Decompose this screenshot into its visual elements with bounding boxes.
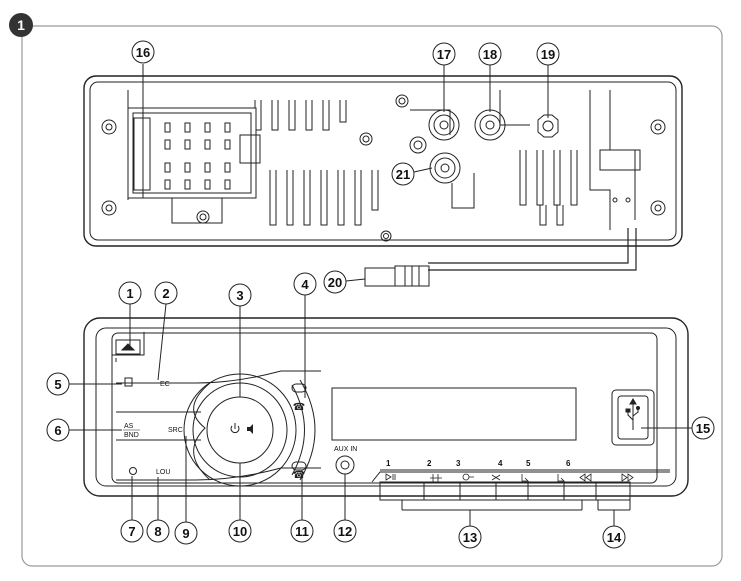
- phone-hangup-icon: ☎: [293, 470, 305, 481]
- src-label: SRC: [168, 427, 183, 434]
- svg-text:10: 10: [233, 524, 247, 539]
- preset-4-number: 4: [498, 459, 503, 468]
- callout-7: 7: [120, 476, 144, 543]
- svg-text:3: 3: [236, 288, 243, 303]
- callout-21: 21: [391, 162, 433, 186]
- preset-icons: [385, 473, 634, 482]
- folder-down-icon: [521, 474, 529, 482]
- usb-icon: [625, 398, 640, 430]
- folder-up-icon: [557, 474, 565, 482]
- power-icon: [230, 423, 240, 434]
- callout-9: 9: [174, 436, 198, 545]
- preset-1-number: 1: [386, 459, 391, 468]
- svg-text:20: 20: [328, 275, 342, 290]
- callout-8: 8: [146, 477, 170, 543]
- figure-badge: 1: [9, 13, 33, 37]
- svg-text:8: 8: [154, 524, 161, 539]
- mute-icon: [247, 424, 253, 434]
- callout-18: 18: [478, 42, 502, 112]
- svg-text:21: 21: [396, 167, 410, 182]
- next-track-icon: [621, 473, 634, 482]
- repeat-icon: [462, 473, 474, 481]
- lou-label: LOU: [156, 469, 170, 476]
- aux-in-label: AUX IN: [334, 446, 357, 453]
- callout-16: 16: [131, 40, 155, 198]
- preset-6-number: 6: [566, 459, 571, 468]
- svg-text:5: 5: [54, 377, 61, 392]
- info-icon: [129, 467, 137, 475]
- intro-icon: [430, 474, 442, 482]
- svg-text:4: 4: [301, 277, 309, 292]
- callout-15: 15: [641, 416, 715, 440]
- front-panel: [83, 317, 689, 501]
- svg-text:6: 6: [54, 423, 61, 438]
- preset-2-number: 2: [427, 459, 432, 468]
- svg-text:15: 15: [696, 421, 710, 436]
- figure-badge-number: 1: [17, 17, 25, 33]
- svg-text:2: 2: [162, 286, 169, 301]
- callout-6: 6: [46, 418, 122, 442]
- callout-17: 17: [432, 42, 456, 112]
- callout-20: 20: [323, 270, 366, 294]
- preset-3-number: 3: [456, 459, 461, 468]
- svg-text:7: 7: [128, 524, 135, 539]
- preset-5-number: 5: [526, 459, 531, 468]
- svg-text:14: 14: [607, 530, 622, 545]
- front-callouts: 1 2 3 4 5 6 7: [46, 272, 715, 549]
- callout-12: 12: [333, 474, 357, 543]
- folder-icon: [124, 377, 133, 387]
- svg-text:9: 9: [182, 526, 189, 541]
- bnd-label: BND: [124, 432, 139, 439]
- panel-text: EC AS BND SRC LOU AUX IN ☎ ☎ 1 2 3 4 5 6: [123, 377, 640, 482]
- callout-19: 19: [536, 42, 560, 118]
- svg-text:12: 12: [338, 524, 352, 539]
- callout-11: 11: [290, 470, 314, 543]
- svg-text:17: 17: [437, 47, 451, 62]
- as-label: AS: [124, 423, 134, 430]
- figure-frame: [21, 25, 723, 567]
- callout-13: 13: [401, 500, 583, 549]
- svg-text:1: 1: [126, 286, 133, 301]
- svg-text:13: 13: [463, 530, 477, 545]
- callout-2: 2: [154, 281, 178, 381]
- svg-text:11: 11: [295, 524, 309, 539]
- callout-3: 3: [228, 283, 252, 397]
- rear-callouts: 16 17 18 19 21 20: [131, 40, 560, 294]
- ec-label: EC: [160, 381, 170, 388]
- prev-track-icon: [579, 473, 592, 482]
- callout-4: 4: [293, 272, 317, 398]
- svg-text:18: 18: [483, 47, 497, 62]
- callout-10: 10: [228, 463, 252, 543]
- phone-answer-icon: ☎: [293, 402, 305, 413]
- callout-1: 1: [118, 281, 142, 346]
- callout-5: 5: [46, 372, 122, 396]
- callout-14: 14: [597, 500, 631, 549]
- svg-text:19: 19: [541, 47, 555, 62]
- svg-text:16: 16: [136, 45, 150, 60]
- shuffle-icon: [491, 474, 501, 481]
- play-pause-icon: [385, 473, 396, 481]
- rear-panel: [83, 75, 683, 287]
